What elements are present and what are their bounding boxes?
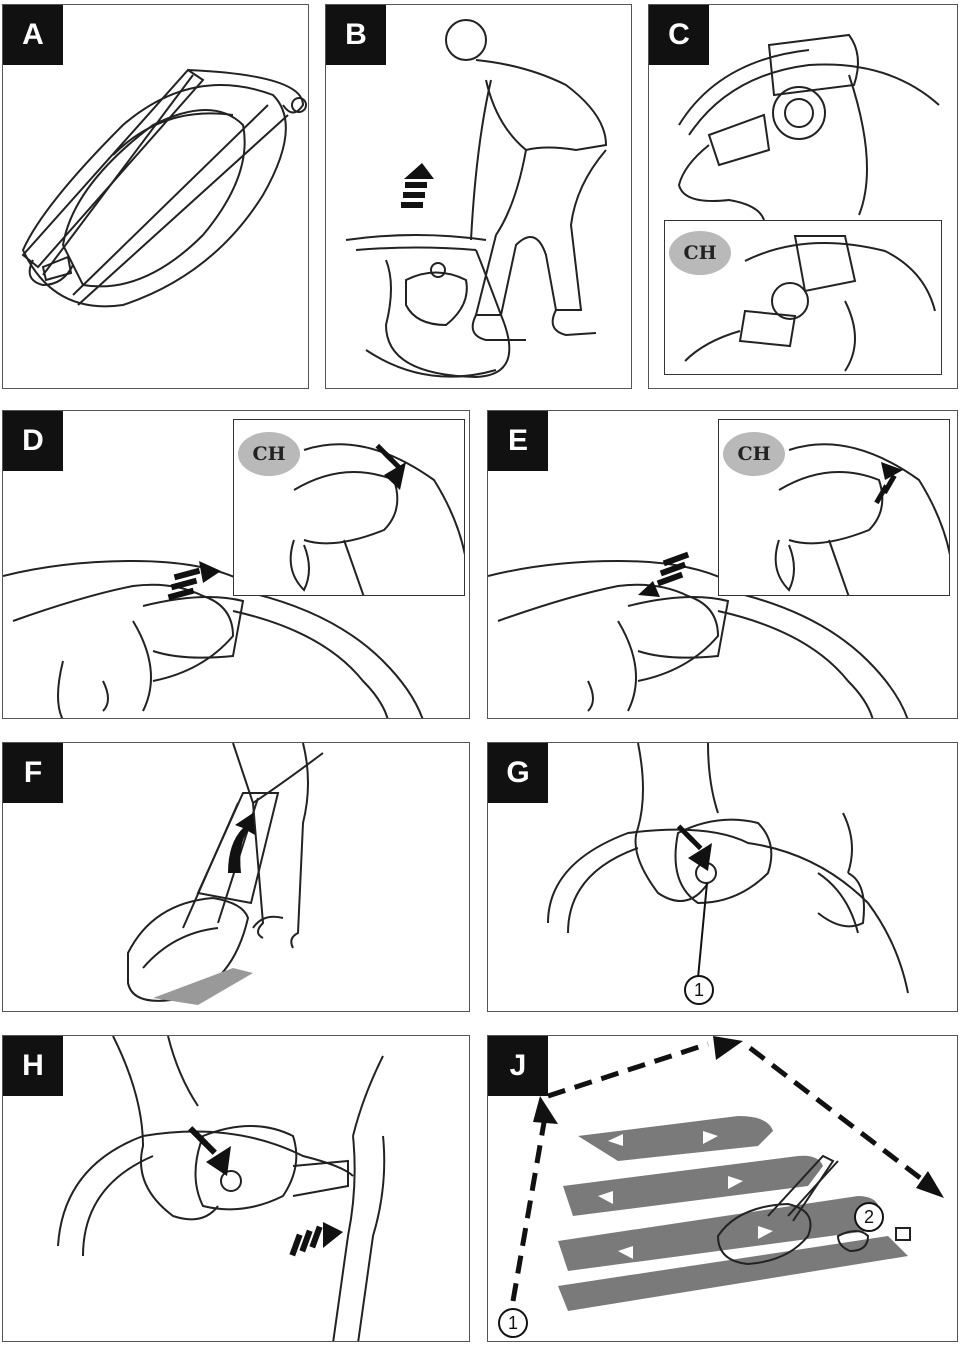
- panel-g: G 1: [487, 742, 958, 1012]
- pull-arrow-icon: [638, 551, 690, 597]
- hand-removing-cable-illustration: [488, 551, 909, 718]
- hand-inserting-cable-illustration: [3, 559, 424, 718]
- callout-leader: [697, 882, 708, 979]
- lowering-handle-illustration: [127, 743, 324, 1005]
- mowing-pattern-illustration: [510, 1036, 944, 1311]
- panel-c-label: C: [649, 5, 709, 65]
- panel-d: D CH: [2, 410, 470, 719]
- panel-h-label: H: [3, 1036, 63, 1096]
- callout-cable: 2: [854, 1202, 884, 1232]
- panel-j: J: [487, 1035, 958, 1342]
- squeeze-lever-arrow-icon: [289, 1222, 343, 1257]
- up-arrow-icon: [874, 462, 903, 505]
- person-lifting-mower-illustration: [345, 19, 608, 379]
- panel-a: A: [2, 4, 309, 389]
- mower-in-lawn: [716, 1154, 911, 1266]
- mower-shadow: [153, 968, 253, 1005]
- panel-d-label: D: [3, 411, 63, 471]
- panel-f-label: F: [3, 743, 63, 803]
- push-arrow-icon: [167, 561, 221, 601]
- lift-arrow-icon: [401, 163, 434, 208]
- panel-b: B: [325, 4, 632, 389]
- panel-g-label: G: [488, 743, 548, 803]
- panel-e: E CH: [487, 410, 958, 719]
- hand-inserting-cable-inset-ch: CH: [233, 419, 465, 596]
- rotate-arrow-icon: [228, 813, 255, 873]
- start-mower-illustration: [57, 1036, 386, 1341]
- ch-region-badge: CH: [238, 432, 300, 476]
- panel-j-label: J: [488, 1036, 548, 1096]
- folded-mower-illustration: [21, 68, 307, 308]
- hand-removing-cable-inset-ch: CH: [718, 419, 950, 596]
- callout-safety-button: 1: [684, 975, 714, 1005]
- press-arrow-icon: [188, 1126, 231, 1176]
- down-arrow-icon: [375, 443, 406, 490]
- cable-connection-illustration: [677, 33, 940, 221]
- press-arrow-icon: [676, 824, 712, 871]
- swiss-plug-illustration: [684, 235, 936, 372]
- direction-arrow-icons: [533, 1036, 944, 1198]
- cable-connection-inset-ch: CH: [664, 220, 942, 375]
- mowing-perimeter-path: [510, 1041, 930, 1302]
- panel-a-label: A: [3, 5, 63, 65]
- panel-e-label: E: [488, 411, 548, 471]
- panel-h: H: [2, 1035, 470, 1342]
- panel-c: C CH: [648, 4, 958, 389]
- panel-f: F: [2, 742, 470, 1012]
- press-safety-button-illustration: [547, 743, 909, 994]
- panel-b-label: B: [326, 5, 386, 65]
- swiss-cable-remove-illustration: [774, 443, 949, 595]
- swiss-cable-insert-illustration: [289, 443, 464, 595]
- callout-start-point: 1: [498, 1308, 528, 1338]
- ch-region-badge: CH: [723, 432, 785, 476]
- lawn-direction-arrows: [598, 1131, 773, 1259]
- ch-region-badge: CH: [669, 231, 731, 275]
